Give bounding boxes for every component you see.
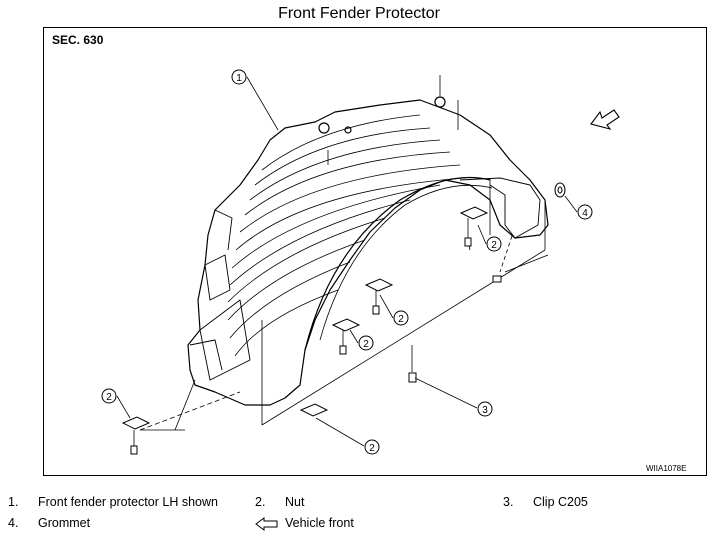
callout-2-nut-right: 2 bbox=[486, 236, 502, 252]
svg-text:2: 2 bbox=[491, 240, 497, 251]
callout-2-nut-mid-high: 2 bbox=[393, 310, 409, 326]
callout-2-nut-lower-left: 2 bbox=[101, 388, 117, 404]
legend-text-3: Clip C205 bbox=[533, 495, 588, 509]
legend-number-2: 2. bbox=[255, 495, 266, 509]
callouts: 1 2 2 2 2 2 2 3 bbox=[101, 69, 593, 455]
callout-1: 1 bbox=[231, 69, 247, 85]
diagram-frame bbox=[43, 27, 707, 476]
callout-2-nut-mid-low: 2 bbox=[358, 335, 374, 351]
svg-text:3: 3 bbox=[482, 405, 488, 416]
legend-text-vehicle-front: Vehicle front bbox=[285, 516, 354, 530]
legend-text-1: Front fender protector LH shown bbox=[38, 495, 218, 509]
vehicle-front-arrow-icon bbox=[590, 109, 620, 130]
svg-text:2: 2 bbox=[398, 314, 404, 325]
svg-text:2: 2 bbox=[106, 392, 112, 403]
legend-number-3: 3. bbox=[503, 495, 514, 509]
svg-text:1: 1 bbox=[236, 73, 242, 84]
vehicle-front-arrow-icon bbox=[255, 517, 278, 531]
section-label: SEC. 630 bbox=[52, 33, 104, 47]
callout-3: 3 bbox=[477, 401, 493, 417]
legend-text-4: Grommet bbox=[38, 516, 91, 530]
protector-outline bbox=[187, 99, 549, 406]
svg-text:4: 4 bbox=[582, 208, 588, 219]
svg-text:2: 2 bbox=[369, 443, 375, 454]
legend-text-2: Nut bbox=[285, 495, 305, 509]
diagram-title: Front Fender Protector bbox=[278, 5, 440, 22]
figure-code: WIIA1078E bbox=[646, 464, 687, 473]
legend-number-4: 4. bbox=[8, 516, 19, 530]
legend-number-1: 1. bbox=[8, 495, 19, 509]
callout-4: 4 bbox=[577, 204, 593, 220]
svg-text:2: 2 bbox=[363, 339, 369, 350]
callout-2-nut-bottom: 2 bbox=[364, 439, 380, 455]
